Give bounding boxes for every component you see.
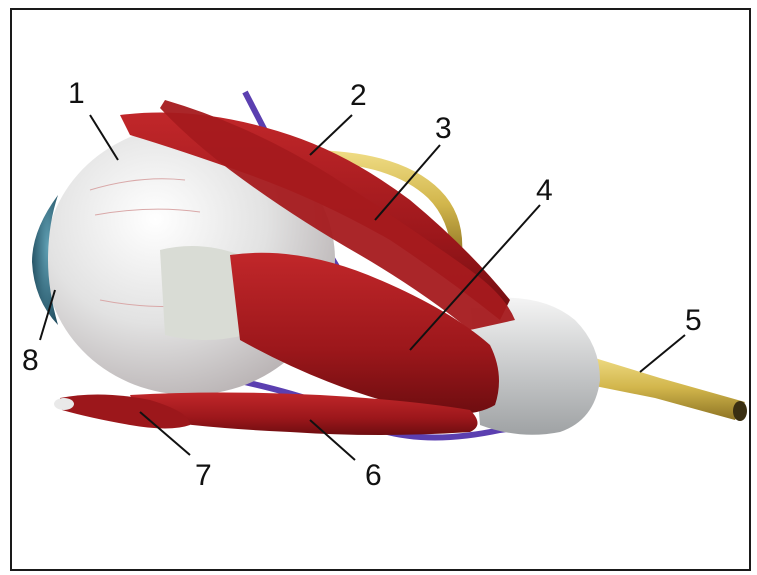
label-7: 7 bbox=[195, 459, 212, 492]
label-5: 5 bbox=[685, 304, 702, 337]
optic-nerve bbox=[580, 355, 745, 420]
label-4: 4 bbox=[536, 174, 553, 207]
label-2: 2 bbox=[350, 79, 367, 112]
optic-nerve-end bbox=[733, 401, 747, 421]
label-8: 8 bbox=[22, 344, 39, 377]
inferior-oblique-tendon bbox=[54, 398, 74, 410]
label-3: 3 bbox=[435, 112, 452, 145]
label-1: 1 bbox=[68, 77, 85, 110]
label-6: 6 bbox=[365, 459, 382, 492]
